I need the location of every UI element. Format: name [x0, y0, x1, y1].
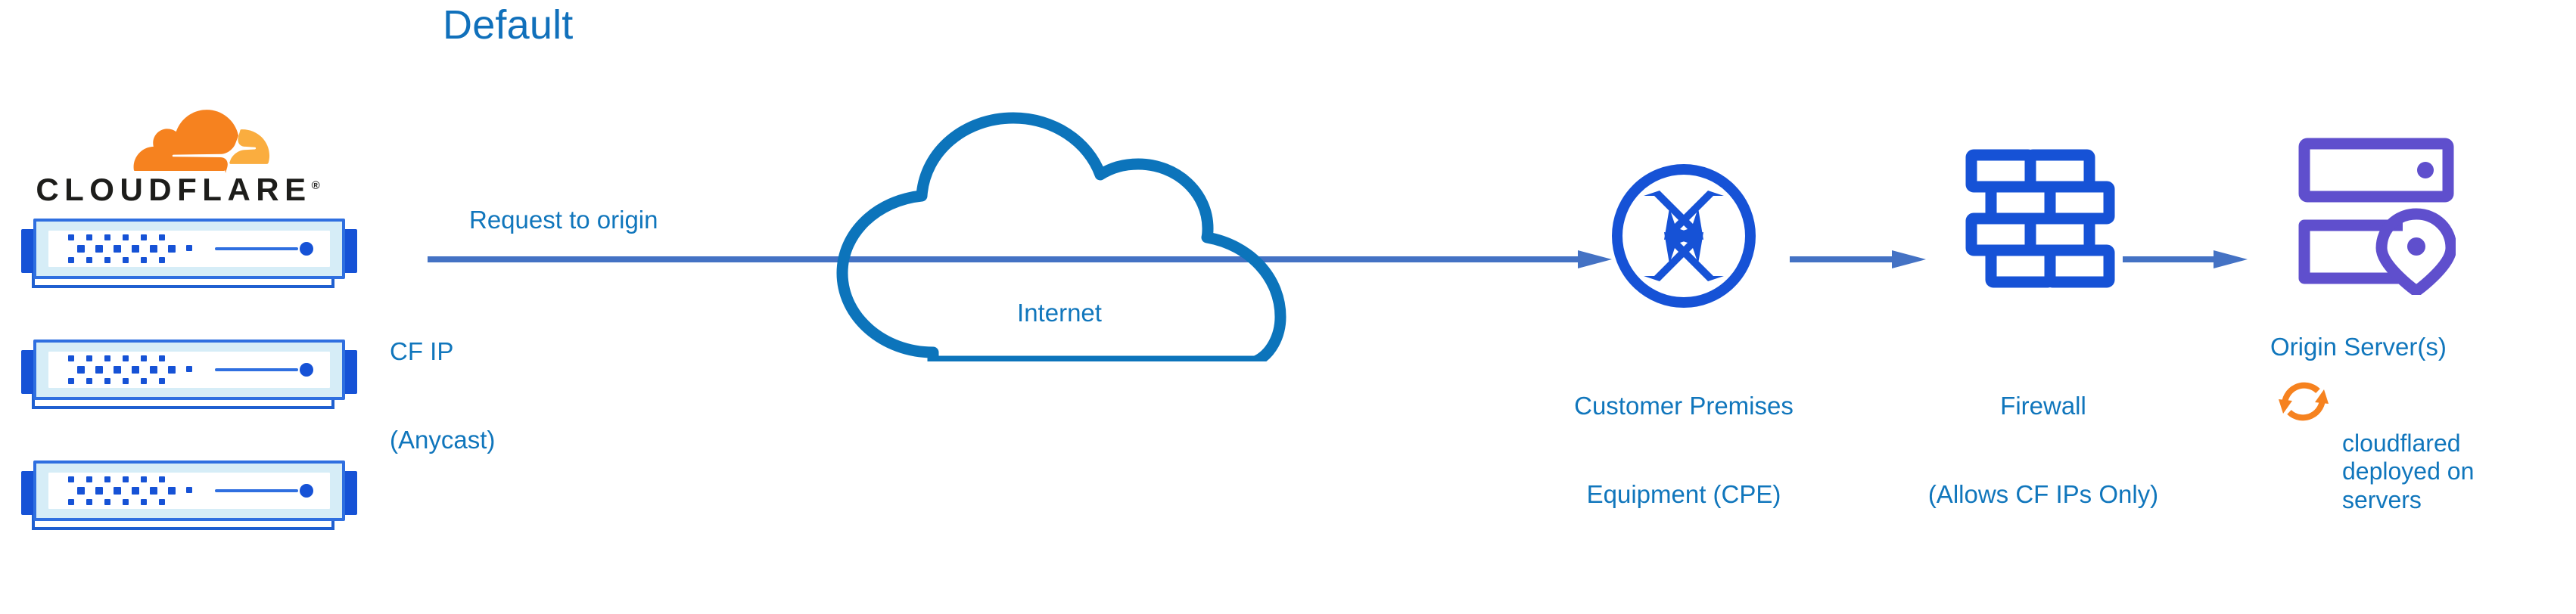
rack-vent-dots: [68, 234, 192, 263]
cloudflared-note-text: cloudflared deployed on servers: [2342, 429, 2475, 514]
registered-mark: ®: [311, 179, 320, 192]
cpe-label-line2: Equipment (CPE): [1586, 479, 1781, 508]
cloud-icon: [836, 112, 1286, 361]
cpe-label: Customer Premises Equipment (CPE): [1506, 333, 1862, 539]
cf-ip-anycast-label: CF IP (Anycast): [390, 278, 495, 485]
rack-bar: [215, 247, 298, 250]
rack-face: [48, 231, 330, 267]
right-arrow-icon: [2123, 250, 2248, 268]
server-rack-icon: [15, 216, 363, 291]
rack-face: [48, 473, 330, 509]
firewall-label-line2: (Allows CF IPs Only): [1927, 479, 2159, 508]
rack-led: [300, 484, 313, 498]
origin-server-label: Origin Server(s): [2270, 333, 2447, 361]
server-location-pin-icon: [2298, 138, 2456, 295]
cf-ip-line1: CF IP: [390, 336, 454, 365]
right-arrow-icon: [1790, 250, 1926, 268]
firewall-label-line1: Firewall: [2000, 391, 2086, 420]
rack-body: [33, 340, 345, 400]
page-title: Default: [443, 2, 574, 48]
cpe-label-line1: Customer Premises: [1574, 391, 1794, 420]
request-to-origin-label: Request to origin: [469, 206, 658, 234]
right-arrow-icon: [428, 250, 1612, 268]
rack-led: [300, 242, 313, 256]
rack-vent-dots: [68, 355, 192, 384]
internet-label: Internet: [1017, 299, 1102, 327]
rack-bar: [215, 489, 298, 492]
cloudflare-wordmark-text: CLOUDFLARE: [36, 172, 312, 207]
rack-face: [48, 352, 330, 388]
rack-bar: [215, 368, 298, 371]
rack-body: [33, 219, 345, 279]
rack-body: [33, 460, 345, 521]
rack-led: [300, 363, 313, 377]
cloudflare-wordmark: CLOUDFLARE®: [26, 172, 329, 208]
firewall-label: Firewall (Allows CF IPs Only): [1869, 333, 2217, 539]
brick-wall-icon: [1965, 149, 2115, 288]
cloudflare-logo: CLOUDFLARE®: [26, 102, 329, 207]
sync-arrows-icon: [2279, 382, 2329, 421]
cloudflared-note: cloudflared deployed on servers: [2342, 372, 2524, 544]
cloudflare-cloud-icon: [133, 110, 270, 173]
router-icon: [1612, 164, 1756, 308]
server-rack-icon: [15, 457, 363, 533]
rack-vent-dots: [68, 476, 192, 505]
server-rack-icon: [15, 336, 363, 412]
cf-ip-line2: (Anycast): [390, 425, 496, 454]
